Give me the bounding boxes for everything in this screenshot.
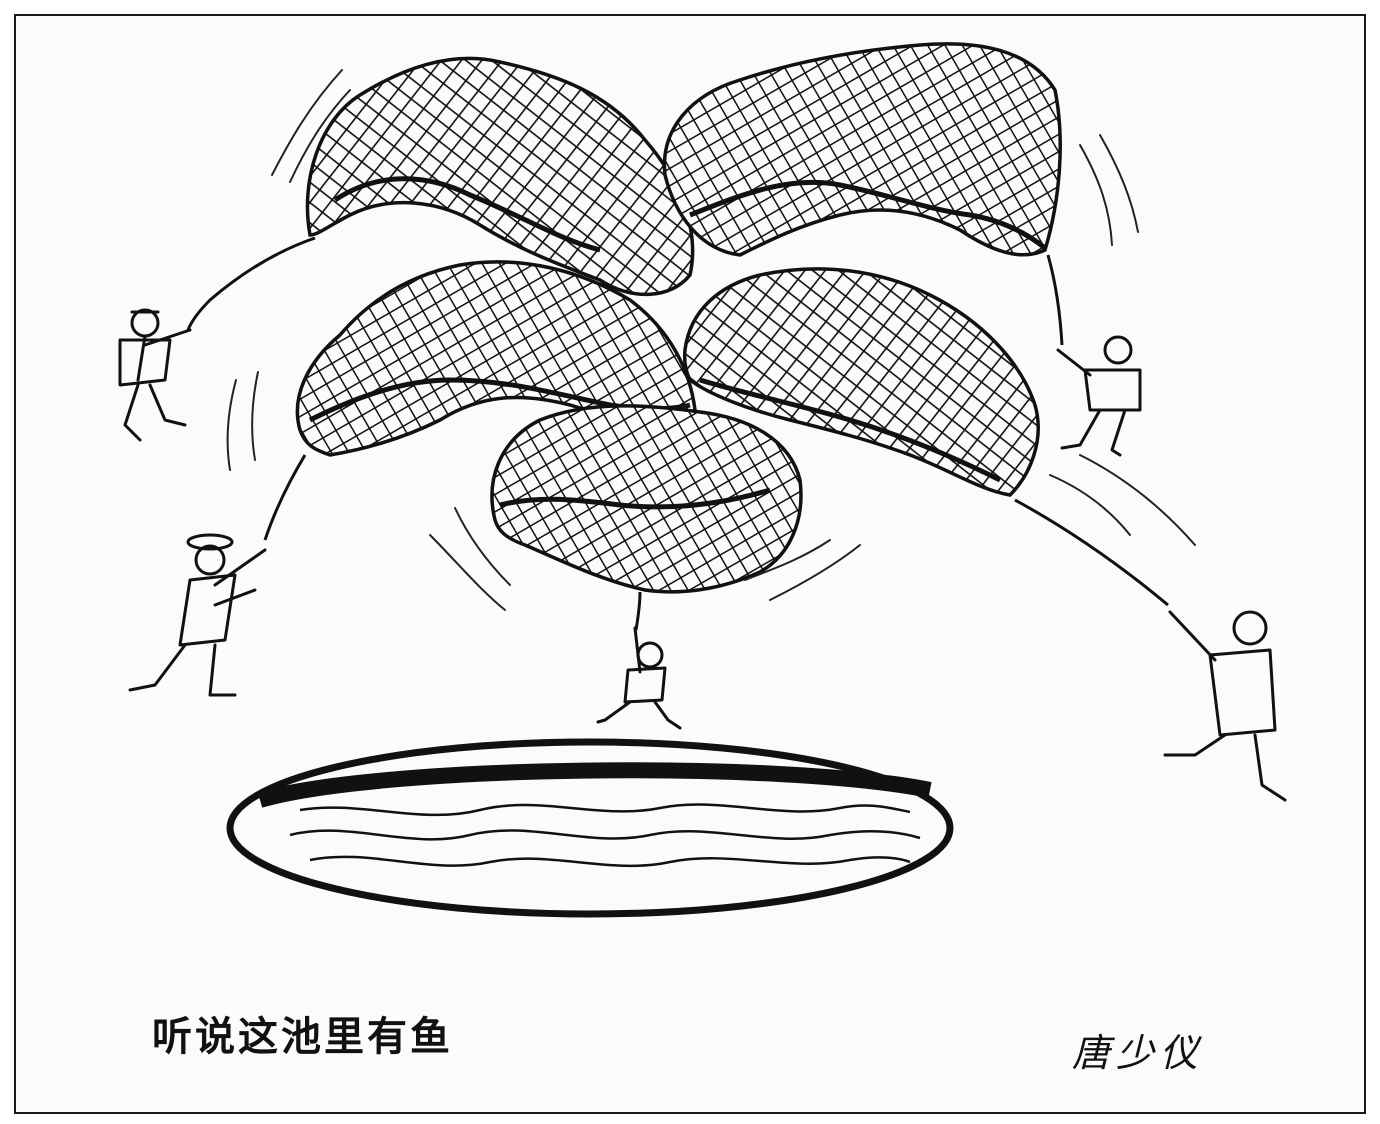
- artist-signature: 唐少仪: [1072, 1031, 1205, 1075]
- net-middle-right: [682, 267, 1040, 497]
- person-mid-left: [128, 533, 267, 697]
- person-top-left: [118, 308, 192, 442]
- net-top-right: [662, 42, 1062, 257]
- ropes: [186, 236, 1169, 631]
- net-center: [490, 404, 803, 594]
- net-top-left: [305, 56, 695, 297]
- person-bottom-right: [1163, 610, 1287, 802]
- cartoon-caption: 听说这池里有鱼: [152, 1014, 453, 1060]
- pond: [226, 738, 954, 918]
- person-top-right: [1056, 335, 1142, 457]
- person-center: [596, 626, 682, 730]
- motion-lines: [226, 69, 1196, 611]
